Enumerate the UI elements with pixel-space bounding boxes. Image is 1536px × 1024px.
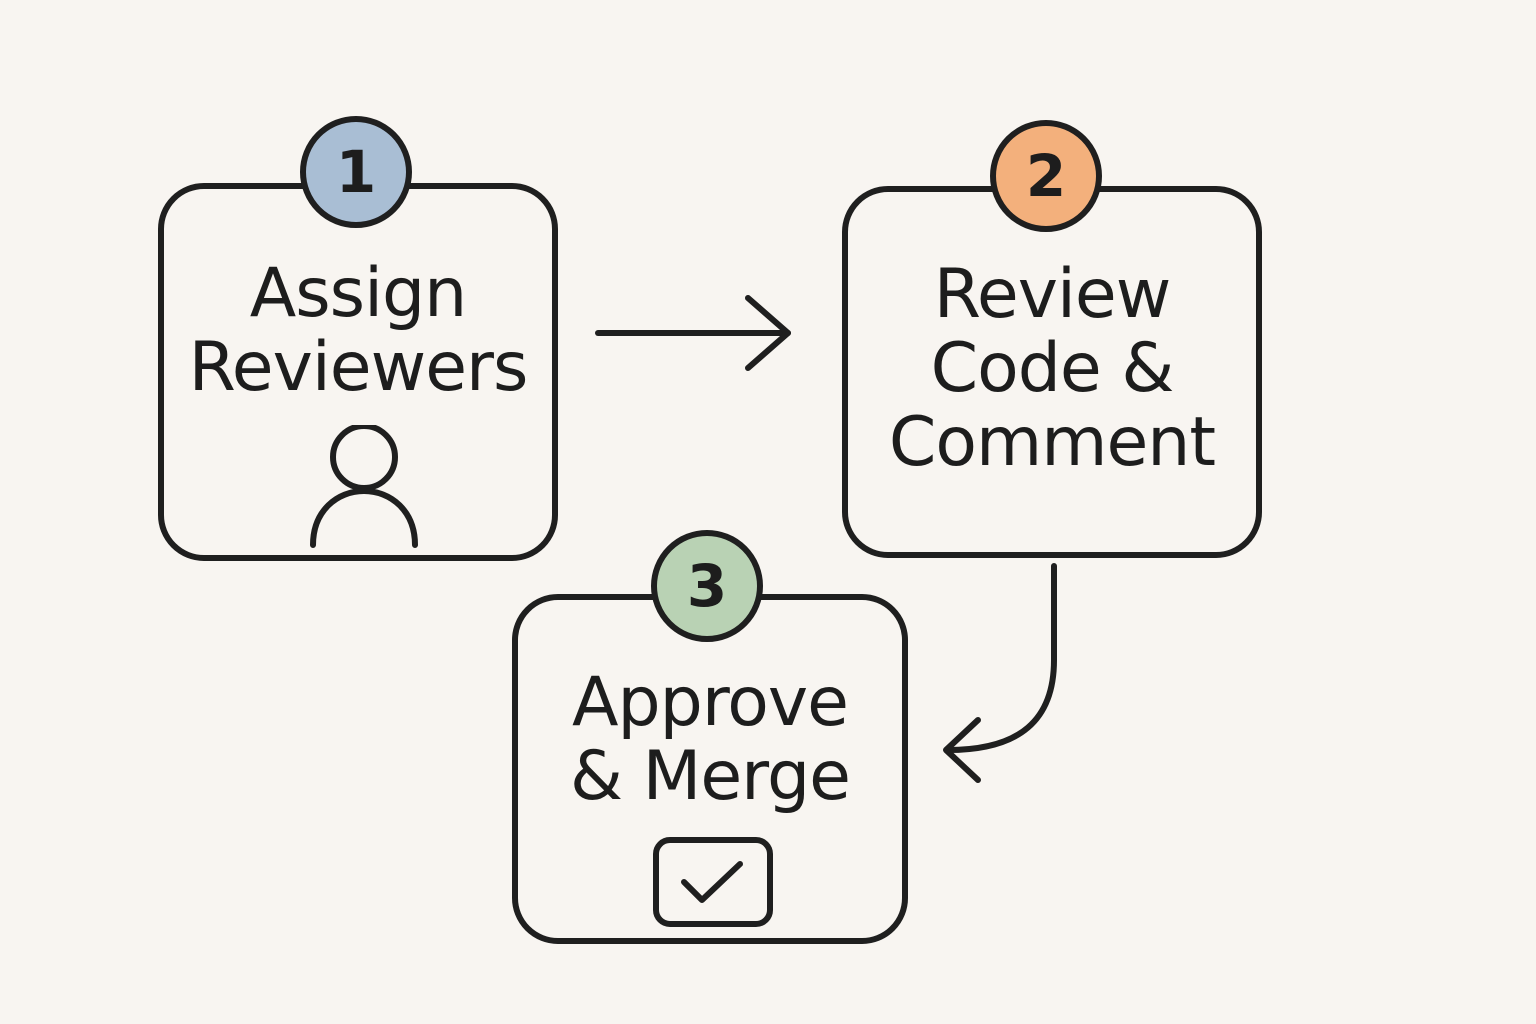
step-1-badge: 1 [300, 116, 412, 228]
arrow-right-icon [595, 295, 791, 371]
step-2-title-line-1: Review [933, 255, 1172, 334]
step-1-title: Assign Reviewers [164, 257, 552, 405]
step-1-title-line-2: Reviewers [188, 328, 529, 407]
step-2-badge: 2 [990, 120, 1102, 232]
step-3-title-line-1: Approve [572, 663, 849, 742]
step-3-box: Approve & Merge [512, 594, 908, 944]
step-2-title: Review Code & Comment [848, 258, 1256, 480]
step-3-title: Approve & Merge [518, 666, 902, 814]
checkbox-checked-icon [653, 837, 773, 927]
step-3-badge: 3 [651, 530, 763, 642]
user-icon [310, 425, 418, 548]
curved-arrow-icon [943, 563, 1057, 783]
step-2-title-line-2: Code & [930, 329, 1175, 408]
step-1-box: Assign Reviewers [158, 183, 558, 561]
step-1-title-line-1: Assign [249, 254, 468, 333]
step-3-title-line-2: & Merge [570, 737, 851, 816]
step-2-title-line-3: Comment [888, 403, 1216, 482]
step-2-box: Review Code & Comment [842, 186, 1262, 558]
